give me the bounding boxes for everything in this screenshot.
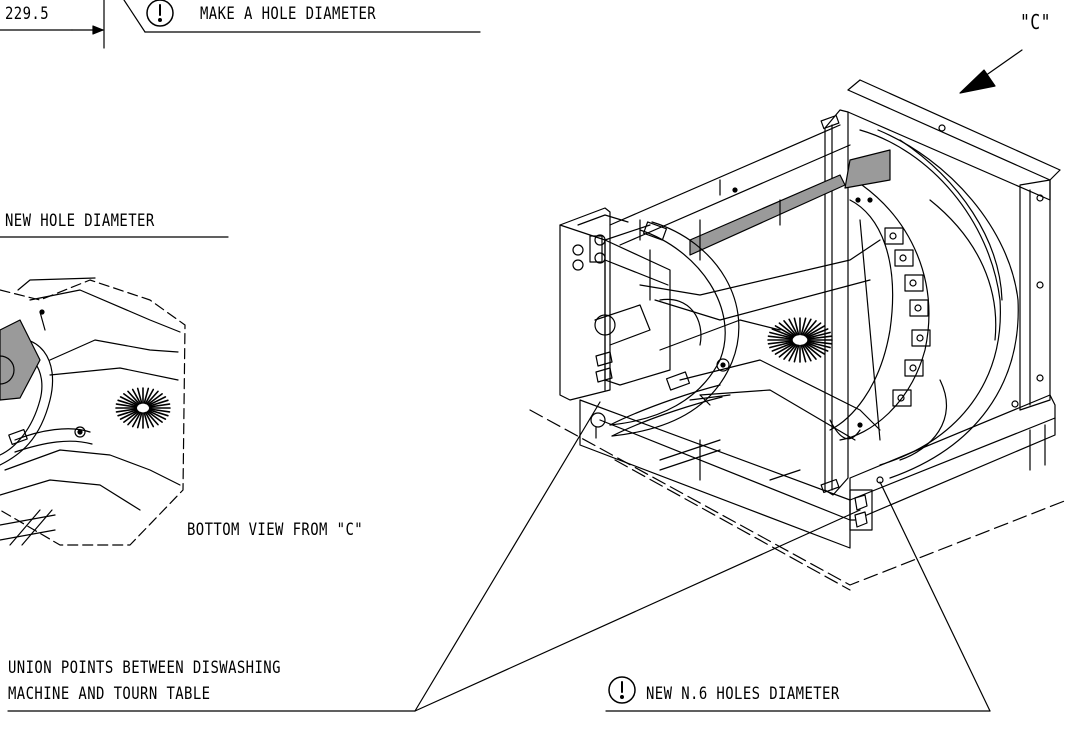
drain-slot — [123, 410, 139, 423]
drain-slot — [115, 403, 138, 408]
make-hole-note: MAKE A HOLE DIAMETER — [200, 4, 377, 24]
drain-slot — [804, 343, 822, 358]
warning-icon — [608, 676, 636, 704]
drain-slot — [115, 408, 138, 413]
drain-slot — [127, 411, 140, 426]
drain-slot — [801, 344, 812, 362]
drain-slot — [767, 335, 793, 340]
new-six-holes-note: NEW N.6 HOLES DIAMETER — [646, 684, 840, 704]
drain-slot — [148, 409, 169, 417]
drain-slot — [119, 396, 139, 407]
drain-slot — [806, 341, 831, 349]
drain-slot — [805, 342, 826, 355]
drain-slot — [148, 408, 171, 413]
drain-slot — [143, 387, 150, 404]
drain-slot — [147, 410, 163, 423]
drain-slot — [117, 399, 138, 407]
bottom-view-detail — [0, 277, 186, 546]
view-c-marker: "C" — [1020, 10, 1051, 34]
drain-slot — [804, 322, 822, 337]
drain-slot — [801, 318, 812, 336]
drain-slot — [803, 320, 817, 337]
drain-slot — [146, 411, 159, 426]
drain-slot — [148, 403, 171, 408]
drain-slot — [769, 331, 794, 339]
make-hole-leader — [123, 0, 481, 33]
drain-slot — [793, 317, 800, 336]
drain-slot — [788, 318, 799, 336]
drain-slot — [136, 412, 143, 429]
drain-slot — [800, 317, 807, 336]
drain-slot — [127, 390, 140, 405]
drain-slot — [778, 322, 796, 337]
drain-slot — [147, 396, 167, 407]
turntable-assembly — [529, 79, 1067, 591]
union-points-note-line2: MACHINE AND TOURN TABLE — [8, 684, 211, 704]
drain-slot — [783, 320, 797, 337]
drain-slot — [123, 393, 139, 406]
drain-slot — [783, 343, 797, 360]
drain-grate-left — [115, 387, 171, 429]
drain-slot — [800, 344, 807, 363]
drain-slot — [147, 393, 163, 406]
drain-slot — [807, 335, 833, 340]
dimension-callout — [0, 0, 105, 49]
drain-slot — [805, 325, 826, 338]
drain-slot — [136, 387, 143, 404]
drain-slot — [771, 341, 794, 352]
drain-slot — [806, 331, 831, 339]
drain-grate-main — [767, 317, 833, 363]
drain-slot — [148, 399, 169, 407]
drain-slot — [144, 388, 155, 405]
drain-slot — [117, 409, 138, 417]
drain-slot — [788, 344, 799, 362]
bottom-view-caption: BOTTOM VIEW FROM "C" — [187, 520, 364, 540]
drain-slot — [131, 388, 142, 405]
drain-slot — [774, 342, 795, 355]
union-points-note-line1: UNION POINTS BETWEEN DISWASHING — [8, 658, 281, 678]
tray-bolts — [884, 227, 931, 407]
drain-slot — [146, 390, 159, 405]
drain-slot — [143, 412, 150, 429]
drain-slot — [807, 340, 833, 345]
dimension-value: 229.5 — [5, 4, 50, 24]
drain-slot — [778, 343, 796, 358]
drain-slot — [769, 341, 794, 349]
warning-icon — [146, 0, 174, 27]
drain-slot — [131, 411, 142, 428]
drain-slot — [793, 344, 800, 363]
drain-slot — [119, 409, 139, 420]
drain-slot — [806, 328, 829, 339]
new-hole-note: NEW HOLE DIAMETER — [5, 211, 155, 231]
drain-slot — [771, 328, 794, 339]
view-c-arrow — [959, 49, 1023, 94]
drain-slot — [144, 411, 155, 428]
drain-slot — [803, 343, 817, 360]
drain-slot — [767, 340, 793, 345]
drain-slot — [774, 325, 795, 338]
drain-slot — [806, 341, 829, 352]
drain-slot — [147, 409, 167, 420]
union-points-leader — [7, 401, 861, 712]
six-holes-leader — [605, 481, 991, 712]
